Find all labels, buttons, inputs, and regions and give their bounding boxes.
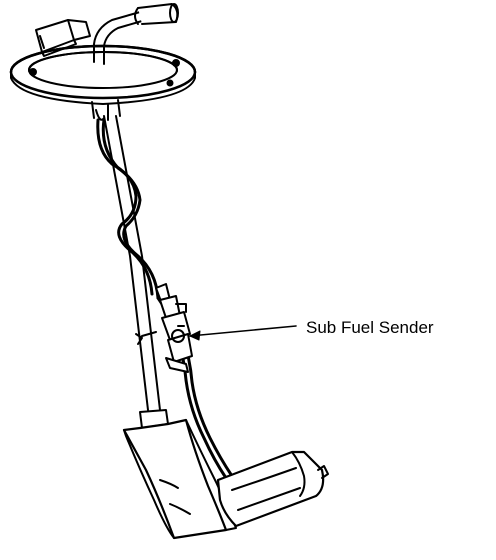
sub-fuel-sender-label: Sub Fuel Sender xyxy=(306,318,434,337)
callout-leader xyxy=(189,325,297,341)
float-arm-plate xyxy=(122,409,237,540)
sub-fuel-sender-unit xyxy=(135,283,193,373)
float xyxy=(216,450,329,528)
mounting-flange xyxy=(9,44,197,105)
fuel-pipe-top xyxy=(93,3,179,65)
flange-connector xyxy=(35,19,91,57)
